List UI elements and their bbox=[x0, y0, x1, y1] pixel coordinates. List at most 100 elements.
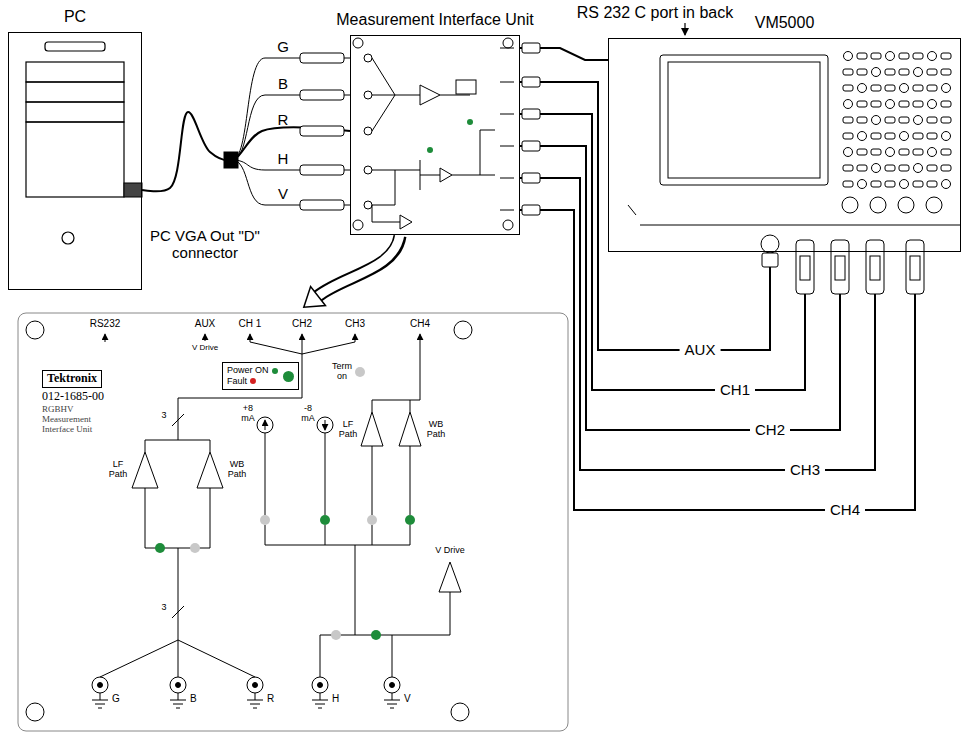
panel-button bbox=[885, 165, 895, 171]
signal-label: V Drive bbox=[192, 344, 218, 353]
pc-drawing bbox=[26, 42, 124, 244]
panel-button bbox=[843, 85, 853, 91]
panel-button bbox=[885, 133, 895, 139]
panel-button bbox=[899, 53, 909, 59]
panel-button bbox=[941, 69, 951, 75]
panel-button bbox=[885, 181, 895, 187]
signal-label: V bbox=[404, 693, 411, 704]
panel-button bbox=[913, 133, 923, 139]
panel-button bbox=[857, 149, 867, 155]
indicator-led bbox=[250, 378, 256, 384]
panel-button bbox=[858, 84, 867, 93]
panel-button bbox=[871, 85, 881, 91]
panel-button bbox=[927, 85, 937, 91]
signal-label: CH2 bbox=[292, 318, 312, 329]
computer: PC bbox=[8, 32, 142, 290]
signal-label: R bbox=[267, 693, 274, 704]
maker-plate: Tektronix012-1685-00RGBHV Measurement In… bbox=[40, 366, 116, 437]
indicator-led bbox=[283, 371, 294, 382]
signal-label: +8 mA bbox=[241, 404, 255, 424]
panel-button bbox=[843, 165, 853, 171]
panel-button bbox=[872, 68, 881, 77]
panel-button bbox=[913, 85, 923, 91]
panel-button bbox=[844, 148, 853, 157]
panel-button bbox=[899, 69, 909, 75]
interface-unit: Measurement Interface Unit bbox=[350, 35, 520, 235]
panel-button bbox=[843, 117, 853, 123]
knob bbox=[870, 197, 886, 213]
signal-label: WB Path bbox=[427, 420, 446, 440]
panel-button bbox=[900, 180, 909, 189]
brand-name: Tektronix bbox=[42, 370, 102, 388]
panel-button bbox=[843, 133, 853, 139]
panel-button bbox=[858, 180, 867, 189]
knob bbox=[898, 197, 914, 213]
plugs bbox=[124, 43, 540, 215]
panel-button bbox=[843, 181, 853, 187]
signal-label: AUX bbox=[195, 318, 216, 329]
panel-button bbox=[942, 84, 951, 93]
detail-panel bbox=[18, 313, 568, 731]
signal-label: WB Path bbox=[228, 460, 247, 480]
panel-button bbox=[913, 53, 923, 59]
oscilloscope-drawing bbox=[628, 52, 961, 226]
signal-label: B bbox=[190, 693, 197, 704]
panel-button bbox=[857, 117, 867, 123]
panel-button bbox=[899, 101, 909, 107]
panel-button bbox=[914, 164, 923, 173]
panel-button bbox=[941, 165, 951, 171]
panel-button bbox=[858, 132, 867, 141]
panel-button bbox=[886, 52, 895, 61]
signal-label: V Drive bbox=[435, 546, 465, 556]
power-indicator: Power ONFault bbox=[222, 362, 299, 390]
panel-button bbox=[871, 133, 881, 139]
panel-button bbox=[928, 148, 937, 157]
panel-button bbox=[941, 53, 951, 59]
cable bbox=[142, 112, 350, 191]
panel-button bbox=[913, 149, 923, 155]
indicator-label: Fault bbox=[227, 376, 247, 387]
indicator-dots bbox=[155, 367, 415, 640]
callout-label: RS 232 C port in back bbox=[577, 4, 734, 22]
cable bbox=[520, 210, 915, 510]
panel-button bbox=[871, 101, 881, 107]
panel-button bbox=[914, 68, 923, 77]
panel-button bbox=[927, 181, 937, 187]
knob bbox=[842, 197, 858, 213]
panel-button bbox=[941, 117, 951, 123]
callout-label: H bbox=[278, 151, 289, 168]
cable-label: AUX bbox=[680, 342, 721, 359]
panel-button bbox=[871, 149, 881, 155]
cable-fanout bbox=[232, 58, 350, 205]
heading: Measurement Interface Unit bbox=[336, 11, 533, 29]
panel-button bbox=[843, 69, 853, 75]
indicator-row: Power ON bbox=[227, 365, 278, 376]
bnc-ground-symbol bbox=[247, 677, 263, 708]
panel-button bbox=[857, 165, 867, 171]
signal-label: LF Path bbox=[339, 420, 358, 440]
signal-label: 3 bbox=[161, 411, 166, 421]
heading: PC bbox=[64, 8, 86, 26]
panel-button bbox=[913, 181, 923, 187]
part-number: 012-1685-00 bbox=[42, 388, 114, 404]
indicator-row: Fault bbox=[227, 376, 278, 387]
panel-button bbox=[941, 149, 951, 155]
signal-label: Term on bbox=[332, 362, 352, 382]
panel-button bbox=[857, 69, 867, 75]
panel-button bbox=[900, 84, 909, 93]
panel-button bbox=[886, 148, 895, 157]
knob bbox=[926, 197, 942, 213]
callout-label: B bbox=[278, 76, 288, 93]
panel-button bbox=[914, 116, 923, 125]
panel-button bbox=[941, 101, 951, 107]
panel-button bbox=[913, 101, 923, 107]
panel-button bbox=[844, 100, 853, 109]
scope-inputs bbox=[761, 235, 924, 294]
cable-label: CH1 bbox=[715, 382, 755, 399]
signal-label: -8 mA bbox=[301, 404, 315, 424]
bnc-ground-symbol bbox=[384, 677, 400, 708]
bnc-ground-symbol bbox=[170, 677, 186, 708]
